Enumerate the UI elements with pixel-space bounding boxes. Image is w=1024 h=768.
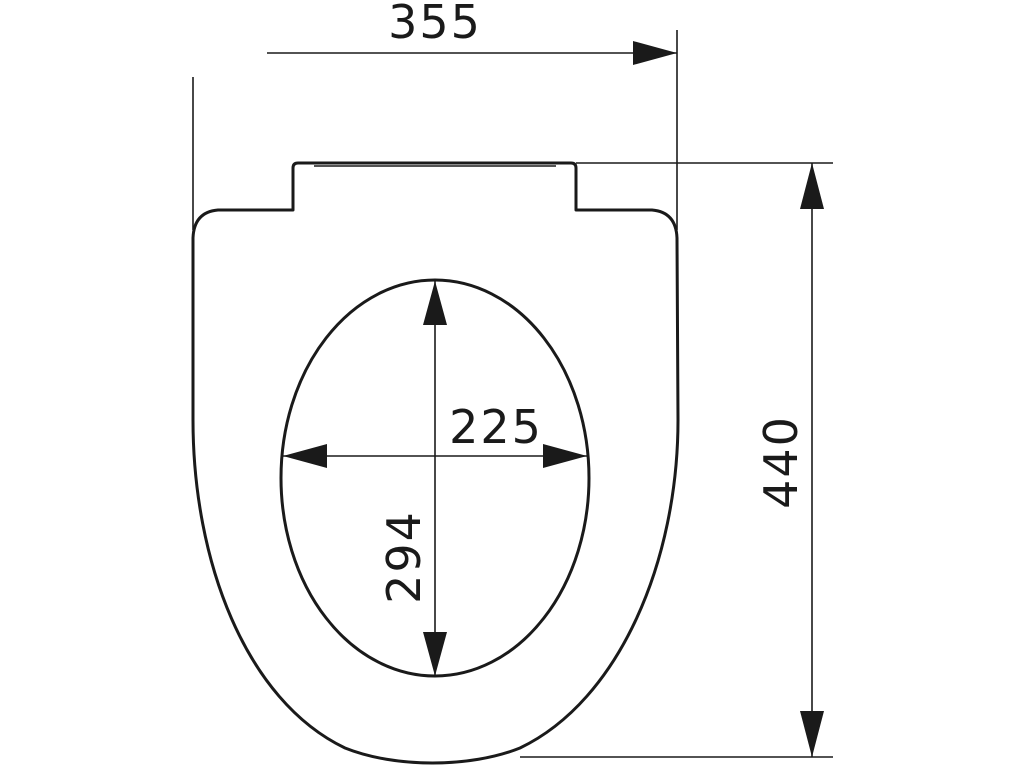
seat-outline [191,161,680,765]
opening-width-label: 225 [449,400,543,454]
overall-width-label: 355 [388,0,482,49]
width-arrow-icon [633,41,677,65]
overall-length-label: 440 [754,415,808,509]
opening-length-arrow-top-icon [423,281,447,325]
opening-width-arrow-left-icon [283,444,327,468]
opening-width-arrow-right-icon [543,444,587,468]
length-arrow-top-icon [800,163,824,209]
opening-length-arrow-bottom-icon [423,632,447,676]
opening-length-label: 294 [377,510,431,604]
length-arrow-bottom-icon [800,711,824,757]
